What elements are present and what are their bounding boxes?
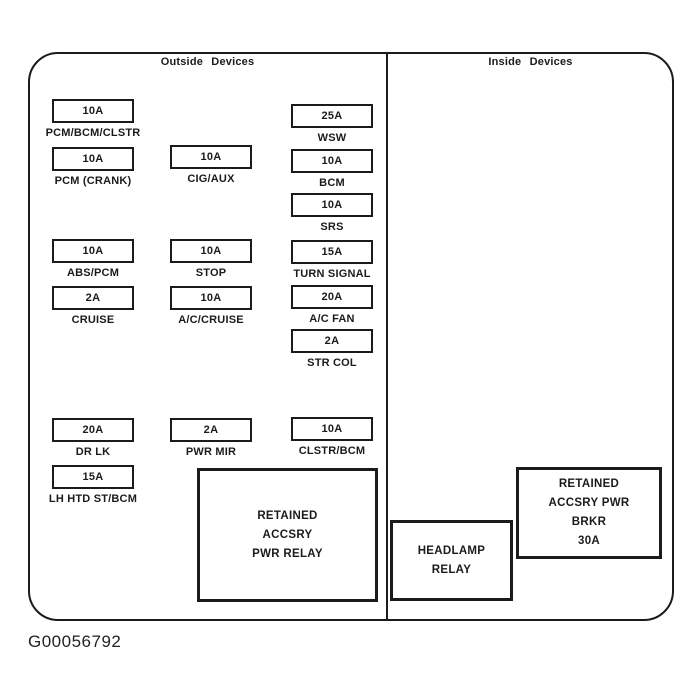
fuse-amp-rating: 2A [170, 418, 252, 442]
fuse-srs: 10A SRS [291, 193, 373, 233]
fuse-wsw: 25A WSW [291, 104, 373, 144]
fuse-label: STOP [195, 267, 227, 279]
fuse-label: PWR MIR [185, 446, 237, 458]
fuse-label: CLSTR/BCM [298, 445, 366, 457]
inside-devices-header: Inside Devices [488, 56, 573, 68]
fuse-amp-rating: 10A [170, 286, 252, 310]
retained-accsry-pwr-relay-box: RETAINED ACCSRY PWR RELAY [197, 468, 378, 602]
fuse-label: TURN SIGNAL [293, 268, 371, 280]
fuse-label: LH HTD ST/BCM [48, 493, 138, 505]
fuse-label: CIG/AUX [187, 173, 235, 185]
figure-id-caption: G00056792 [28, 632, 122, 651]
retained-accsry-pwr-brkr-box: RETAINED ACCSRY PWR BRKR 30A [516, 467, 662, 559]
fuse-label: STR COL [307, 357, 357, 369]
fuse-label: BCM [319, 177, 345, 189]
fuse-label: SRS [320, 221, 344, 233]
fuse-turn-signal: 15A TURN SIGNAL [291, 240, 373, 280]
fuse-stop: 10A STOP [170, 239, 252, 279]
fuse-ac-cruise: 10A A/C/CRUISE [170, 286, 252, 326]
outside-devices-header: Outside Devices [160, 56, 255, 68]
fuse-str-col: 2A STR COL [291, 329, 373, 369]
fuse-amp-rating: 10A [291, 193, 373, 217]
relay-label-line: BRKR [571, 516, 607, 528]
relay-label-line: 30A [578, 535, 600, 547]
fuse-amp-rating: 10A [170, 239, 252, 263]
fuse-amp-rating: 10A [170, 145, 252, 169]
relay-label-line: RELAY [431, 563, 472, 576]
fuse-label: A/C/CRUISE [178, 314, 244, 326]
section-divider-line [386, 52, 388, 621]
headlamp-relay-box: HEADLAMP RELAY [390, 520, 513, 601]
fuse-amp-rating: 20A [291, 285, 373, 309]
fuse-label: DR LK [75, 446, 111, 458]
fuse-amp-rating: 10A [52, 99, 134, 123]
fuse-amp-rating: 10A [52, 147, 134, 171]
fuse-dr-lk: 20A DR LK [52, 418, 134, 458]
fuse-label: WSW [317, 132, 347, 144]
fuse-label: CRUISE [71, 314, 115, 326]
fuse-lh-htd-st-bcm: 15A LH HTD ST/BCM [48, 465, 138, 505]
fuse-label: ABS/PCM [66, 267, 120, 279]
fuse-amp-rating: 15A [52, 465, 134, 489]
fuse-cig-aux: 10A CIG/AUX [170, 145, 252, 185]
fuse-clstr-bcm: 10A CLSTR/BCM [291, 417, 373, 457]
fuse-amp-rating: 25A [291, 104, 373, 128]
fuse-label: PCM/BCM/CLSTR [45, 127, 141, 139]
fuse-pwr-mir: 2A PWR MIR [170, 418, 252, 458]
fuse-amp-rating: 2A [291, 329, 373, 353]
relay-label-line: HEADLAMP [417, 544, 486, 557]
fuse-amp-rating: 10A [291, 149, 373, 173]
relay-label-line: RETAINED [257, 509, 318, 522]
fuse-pcm-bcm-clstr: 10A PCM/BCM/CLSTR [46, 99, 140, 139]
fuse-label: PCM (CRANK) [54, 175, 132, 187]
fuse-amp-rating: 10A [291, 417, 373, 441]
fuse-amp-rating: 2A [52, 286, 134, 310]
fuse-ac-fan: 20A A/C FAN [291, 285, 373, 325]
relay-label-line: ACCSRY [262, 528, 313, 541]
fuse-amp-rating: 15A [291, 240, 373, 264]
fuse-bcm: 10A BCM [291, 149, 373, 189]
fuse-abs-pcm: 10A ABS/PCM [52, 239, 134, 279]
fuse-amp-rating: 20A [52, 418, 134, 442]
relay-label-line: ACCSRY PWR [548, 497, 630, 509]
fuse-cruise: 2A CRUISE [52, 286, 134, 326]
fuse-pcm-crank: 10A PCM (CRANK) [52, 147, 134, 187]
fuse-amp-rating: 10A [52, 239, 134, 263]
relay-label-line: PWR RELAY [252, 547, 323, 560]
fuse-label: A/C FAN [309, 313, 355, 325]
relay-label-line: RETAINED [558, 478, 620, 490]
